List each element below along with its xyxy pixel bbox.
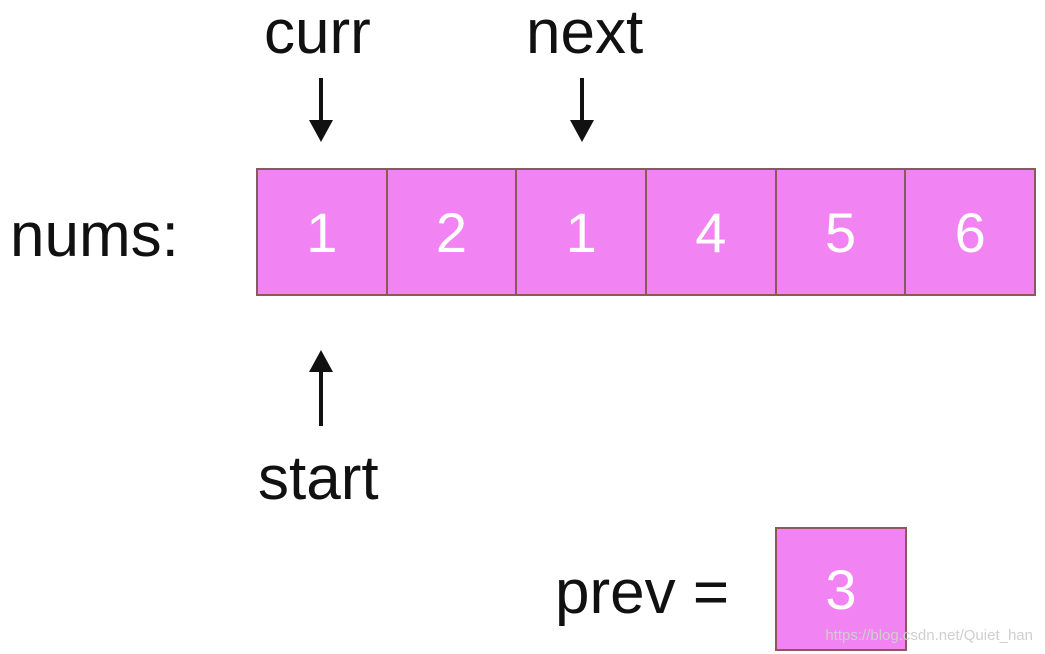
array-cell-0: 1: [258, 170, 388, 294]
watermark-text: https://blog.csdn.net/Quiet_han: [825, 627, 1033, 644]
array-cell-4: 5: [777, 170, 907, 294]
prev-value-box: 3: [775, 527, 907, 651]
array-cell-2: 1: [517, 170, 648, 294]
next-pointer-label: next: [526, 0, 644, 67]
curr-arrow-down-icon: [309, 78, 333, 142]
next-arrow-down-icon: [570, 78, 594, 142]
array-cell-5: 6: [906, 170, 1037, 294]
array-cell-3: 4: [647, 170, 777, 294]
array-label: nums:: [10, 201, 179, 270]
start-arrow-up-icon: [309, 350, 333, 426]
nums-array: 1 2 1 4 5 6: [256, 168, 1037, 296]
array-cell-1: 2: [388, 170, 518, 294]
curr-pointer-label: curr: [264, 0, 371, 67]
prev-label: prev =: [555, 558, 730, 627]
start-pointer-label: start: [258, 444, 379, 513]
